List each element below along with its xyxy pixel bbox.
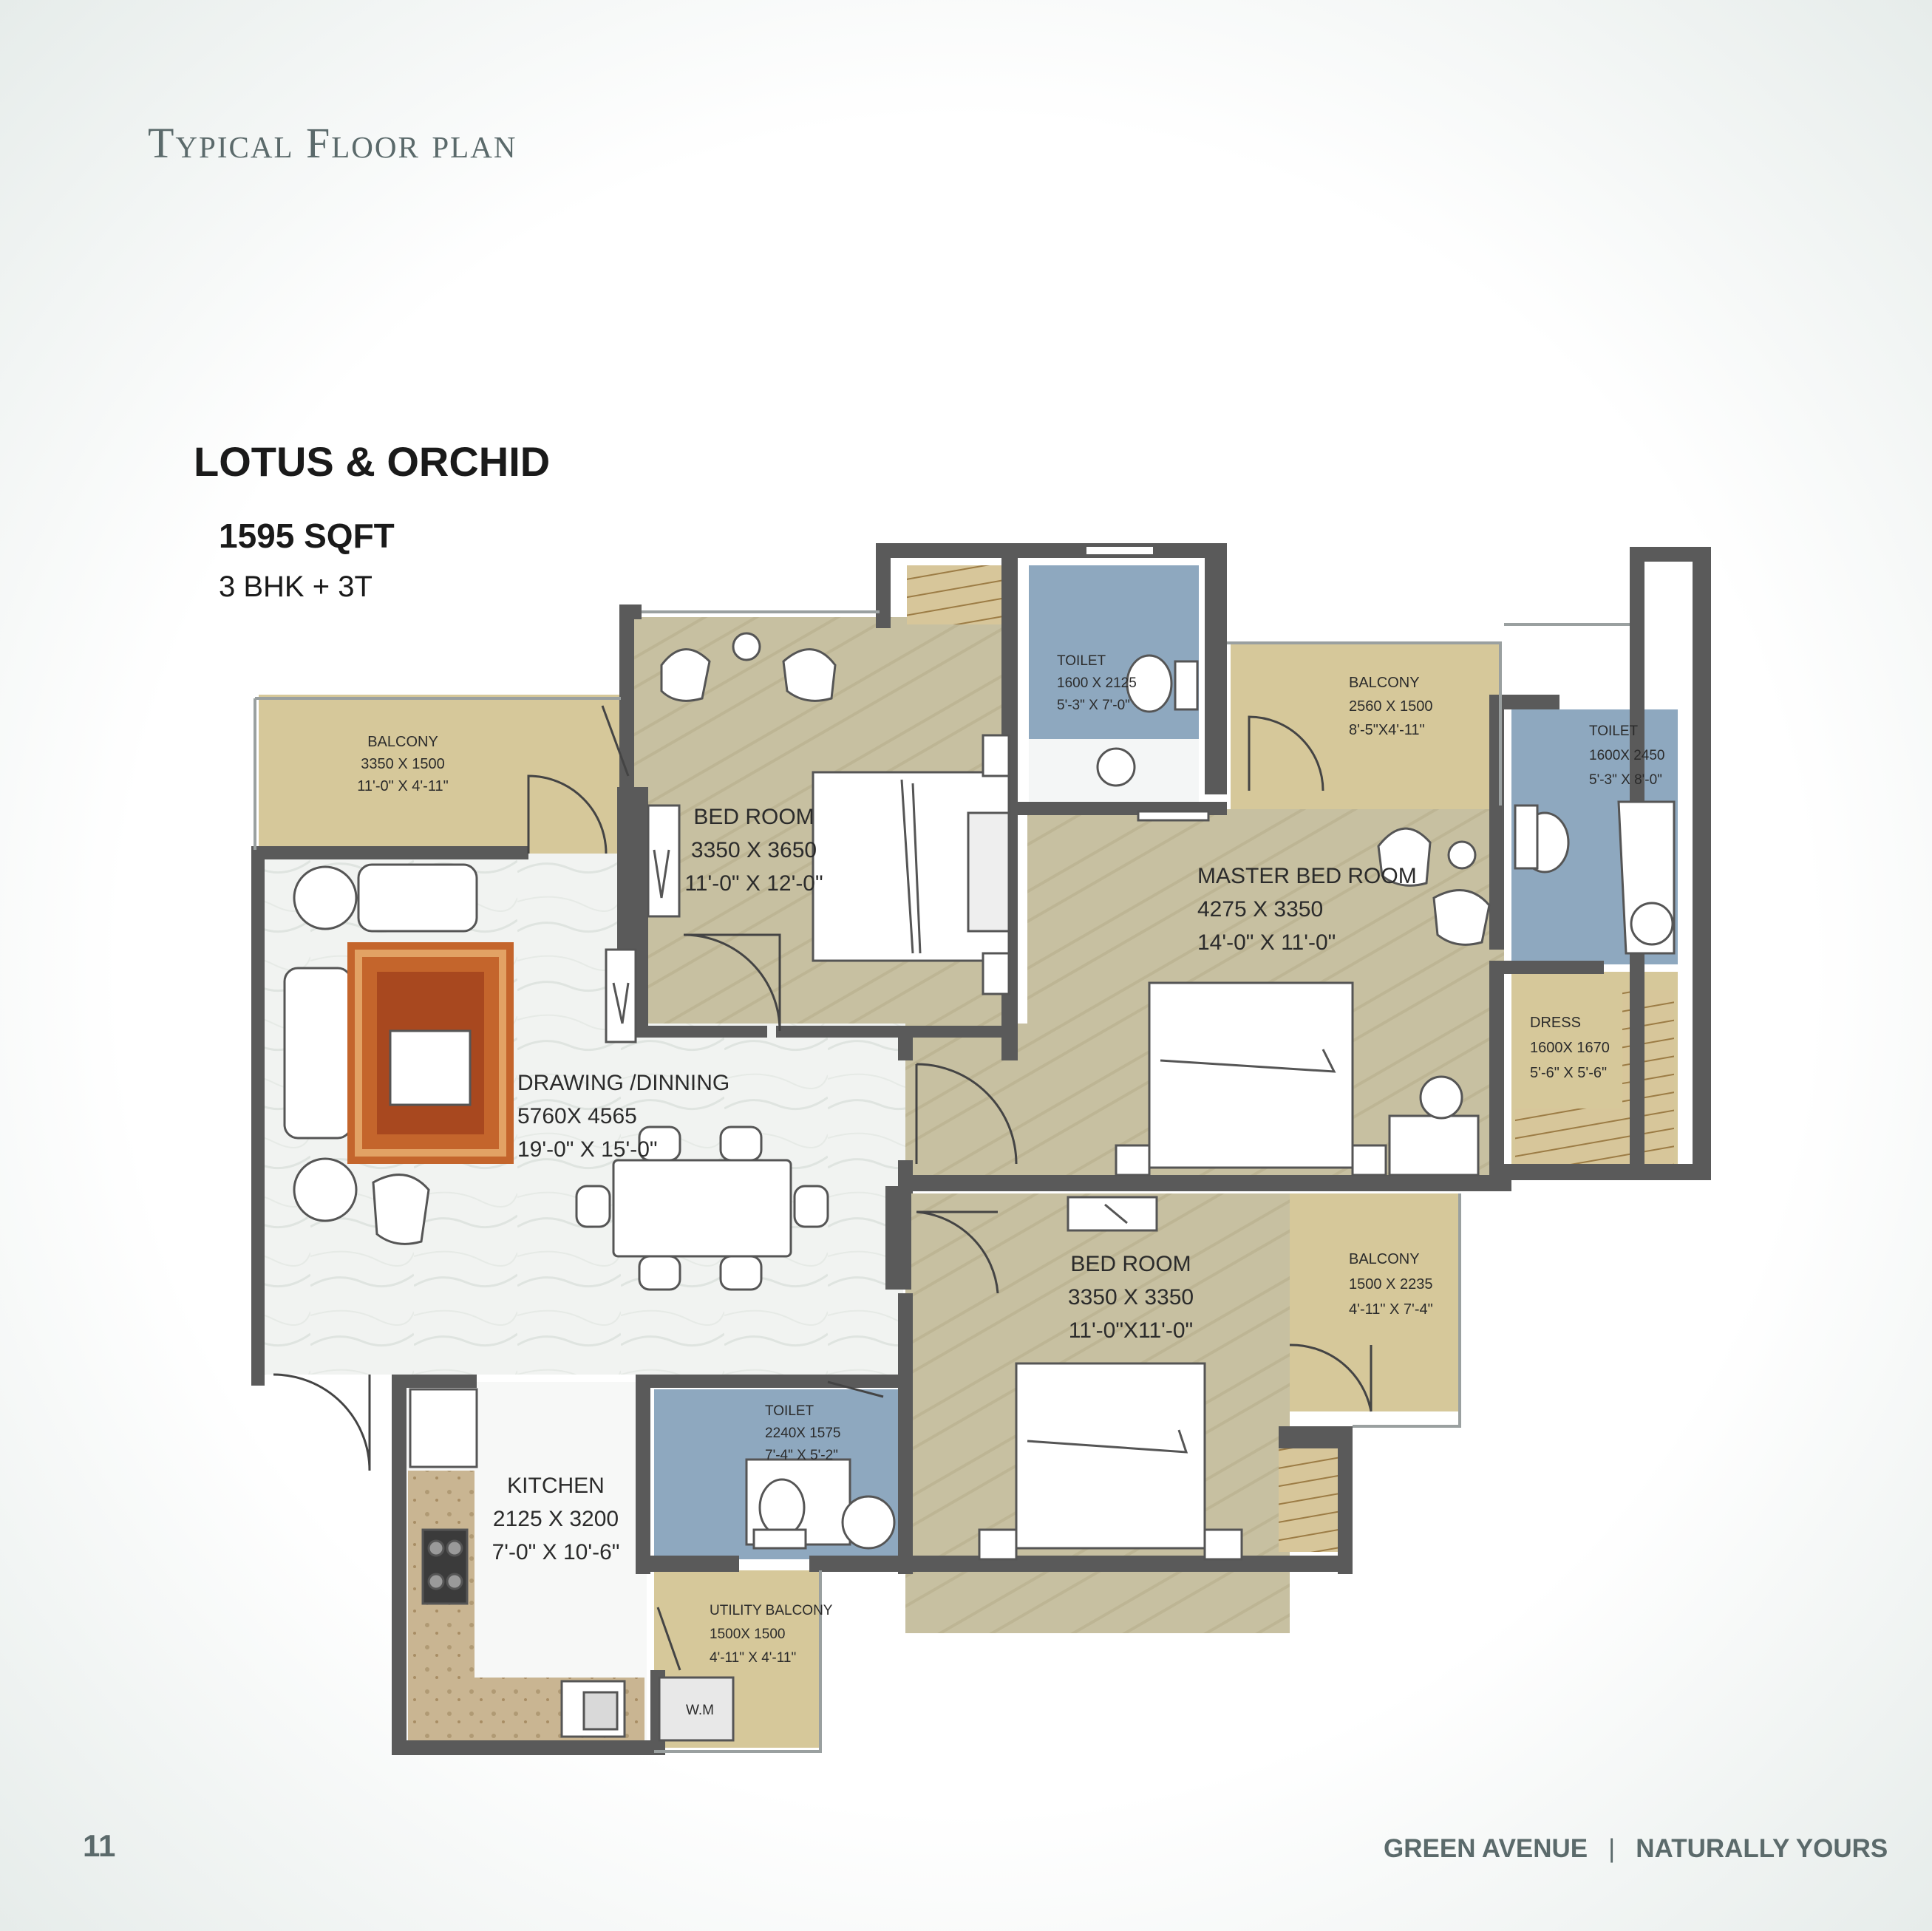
room-label-bedroom-top: BED ROOM 3350 X 3650 11'-0" X 12'-0": [684, 805, 823, 896]
svg-text:BED ROOM: BED ROOM: [693, 805, 814, 829]
balcony-left-floor: [259, 695, 628, 854]
room-label-bedroom-bottom: BED ROOM 3350 X 3350 11'-0"X11'-0": [1068, 1252, 1194, 1343]
page-footer: GREEN AVENUE | NATURALLY YOURS: [1384, 1834, 1888, 1864]
svg-text:1600 X 2125: 1600 X 2125: [1057, 675, 1137, 691]
svg-text:2560 X 1500: 2560 X 1500: [1349, 698, 1432, 715]
svg-text:5'-3" X 7'-0": 5'-3" X 7'-0": [1057, 698, 1130, 713]
room-label-toilet-bottom: TOILET 2240X 1575 7'-4" X 5'-2": [765, 1403, 841, 1463]
room-label-toilet-top: TOILET 1600 X 2125 5'-3" X 7'-0": [1057, 653, 1137, 713]
svg-text:KITCHEN: KITCHEN: [507, 1474, 605, 1498]
kitchen-fixtures: [409, 1388, 626, 1738]
svg-text:7'-0" X 10'-6": 7'-0" X 10'-6": [492, 1540, 620, 1564]
toilet-top-fixtures: [1096, 654, 1199, 787]
svg-text:1500X 1500: 1500X 1500: [710, 1627, 786, 1642]
room-label-master-bedroom: MASTER BED ROOM 4275 X 3350 14'-0" X 11'…: [1197, 864, 1417, 955]
svg-text:8'-5"X4'-11": 8'-5"X4'-11": [1349, 722, 1425, 738]
footer-brand: GREEN AVENUE: [1384, 1834, 1588, 1863]
svg-text:5'-6" X 5'-6": 5'-6" X 5'-6": [1530, 1065, 1607, 1081]
dining-set: [575, 1125, 829, 1291]
room-label-balcony-master: BALCONY 2560 X 1500 8'-5"X4'-11": [1349, 675, 1432, 738]
doors: [273, 705, 1373, 1671]
room-label-utility-balcony: UTILITY BALCONY 1500X 1500 4'-11" X 4'-1…: [710, 1603, 833, 1666]
master-passage-floor: [905, 1024, 1038, 1182]
svg-text:TOILET: TOILET: [765, 1403, 814, 1419]
svg-text:TOILET: TOILET: [1589, 723, 1639, 739]
dress-hatch-bottom: [1515, 1108, 1626, 1164]
footer-separator: |: [1608, 1834, 1616, 1863]
svg-text:MASTER BED ROOM: MASTER BED ROOM: [1197, 864, 1417, 888]
bedroom-bottom-furniture: [978, 1196, 1243, 1561]
svg-text:19'-0" X 15'-0": 19'-0" X 15'-0": [517, 1137, 658, 1162]
svg-text:2125 X 3200: 2125 X 3200: [493, 1507, 619, 1531]
svg-text:1600X 1670: 1600X 1670: [1530, 1040, 1610, 1056]
svg-text:BALCONY: BALCONY: [1349, 675, 1420, 691]
svg-text:4'-11" X 4'-11": 4'-11" X 4'-11": [710, 1650, 796, 1666]
svg-text:14'-0" X 11'-0": 14'-0" X 11'-0": [1197, 930, 1336, 955]
toilet-master-fixtures: [1514, 800, 1676, 955]
svg-text:11'-0"X11'-0": 11'-0"X11'-0": [1069, 1318, 1193, 1343]
footer-tagline: NATURALLY YOURS: [1636, 1834, 1888, 1863]
page-number: 11: [83, 1828, 116, 1863]
svg-text:11'-0" X 12'-0": 11'-0" X 12'-0": [684, 871, 823, 896]
toilet-bottom-fixtures: [658, 1458, 896, 1742]
svg-text:1500 X 2235: 1500 X 2235: [1349, 1276, 1432, 1293]
svg-text:DRAWING /DINNING: DRAWING /DINNING: [517, 1071, 729, 1095]
svg-text:1600X 2450: 1600X 2450: [1589, 748, 1665, 763]
svg-text:BED ROOM: BED ROOM: [1070, 1252, 1191, 1276]
room-label-washing-machine: W.M: [686, 1703, 714, 1718]
room-label-dress: DRESS 1600X 1670 5'-6" X 5'-6": [1530, 1015, 1610, 1081]
room-label-kitchen: KITCHEN 2125 X 3200 7'-0" X 10'-6": [492, 1474, 620, 1564]
tv-units: [605, 804, 681, 1043]
svg-text:BALCONY: BALCONY: [367, 734, 438, 750]
room-label-toilet-master: TOILET 1600X 2450 5'-3" X 8'-0": [1589, 723, 1665, 788]
railings: [254, 547, 1630, 1753]
sofa-set: [283, 863, 478, 1245]
bedroom-top-furniture: [660, 632, 1010, 995]
plan-config: 3 BHK + 3T: [219, 571, 373, 603]
plan-name: LOTUS & ORCHID: [194, 438, 551, 485]
master-bedroom-furniture: [1115, 810, 1491, 1176]
room-label-balcony-right: BALCONY 1500 X 2235 4'-11" X 7'-4": [1349, 1251, 1433, 1318]
svg-text:3350 X 1500: 3350 X 1500: [361, 756, 444, 772]
svg-text:2240X 1575: 2240X 1575: [765, 1426, 841, 1441]
page-header-title: Typical Floor plan: [148, 119, 517, 167]
balcony-master-floor: [1231, 643, 1500, 809]
svg-text:BALCONY: BALCONY: [1349, 1251, 1420, 1267]
svg-text:5'-3" X 8'-0": 5'-3" X 8'-0": [1589, 772, 1662, 788]
balcony-right-floor: [1290, 1193, 1460, 1411]
svg-text:4275 X 3350: 4275 X 3350: [1197, 897, 1323, 922]
plan-area: 1595 SQFT: [219, 517, 395, 555]
svg-text:7'-4" X 5'-2": 7'-4" X 5'-2": [765, 1448, 838, 1463]
svg-text:11'-0" X 4'-11": 11'-0" X 4'-11": [357, 778, 448, 794]
svg-text:5760X 4565: 5760X 4565: [517, 1104, 637, 1128]
svg-text:DRESS: DRESS: [1530, 1015, 1581, 1031]
wardrobe-top-floor: [907, 565, 1010, 624]
svg-text:3350 X 3650: 3350 X 3650: [691, 838, 817, 862]
room-label-balcony-left: BALCONY 3350 X 1500 11'-0" X 4'-11": [357, 734, 448, 794]
room-label-drawing-dining: DRAWING /DINNING 5760X 4565 19'-0" X 15'…: [517, 1071, 729, 1162]
svg-text:4'-11" X 7'-4": 4'-11" X 7'-4": [1349, 1301, 1433, 1318]
living-rug: [347, 942, 514, 1164]
svg-text:UTILITY BALCONY: UTILITY BALCONY: [710, 1603, 833, 1618]
svg-text:3350 X 3350: 3350 X 3350: [1068, 1285, 1194, 1310]
svg-text:TOILET: TOILET: [1057, 653, 1106, 669]
walls: [251, 543, 1711, 1755]
